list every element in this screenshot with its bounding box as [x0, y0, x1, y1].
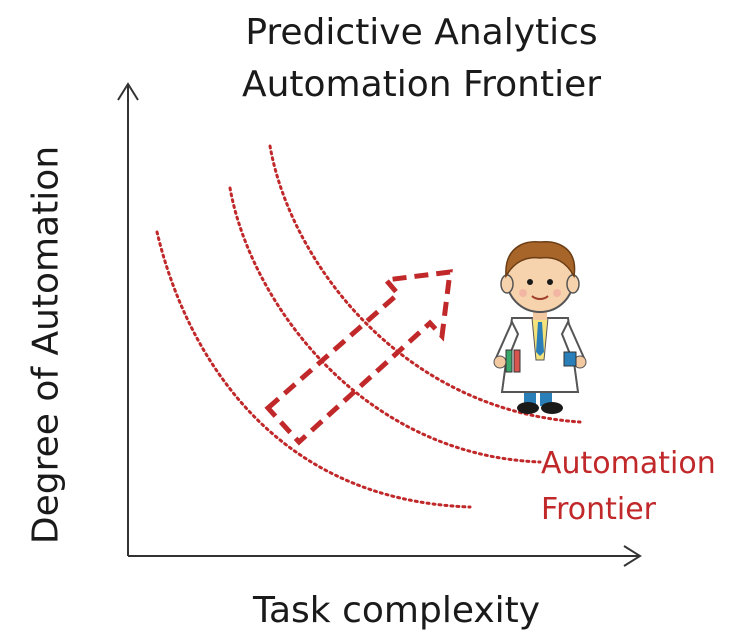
y-axis-arrowhead — [117, 82, 139, 101]
progress-arrow — [264, 269, 453, 446]
x-axis-label: Task complexity — [252, 590, 541, 631]
frontier-label-line2: Frontier — [541, 492, 657, 527]
frontier-curve-1 — [155, 230, 472, 509]
frontier-curves — [155, 144, 582, 509]
diagram-title-line2: Automation Frontier — [241, 64, 602, 105]
diagram-title-line1: Predictive Analytics — [245, 12, 598, 53]
frontier-curve-2 — [228, 186, 542, 464]
scientist-icon — [493, 240, 587, 414]
frontier-curve-3 — [268, 144, 582, 424]
frontier-label-line1: Automation — [541, 446, 716, 481]
axes — [117, 82, 642, 567]
x-axis-arrowhead — [623, 545, 642, 567]
